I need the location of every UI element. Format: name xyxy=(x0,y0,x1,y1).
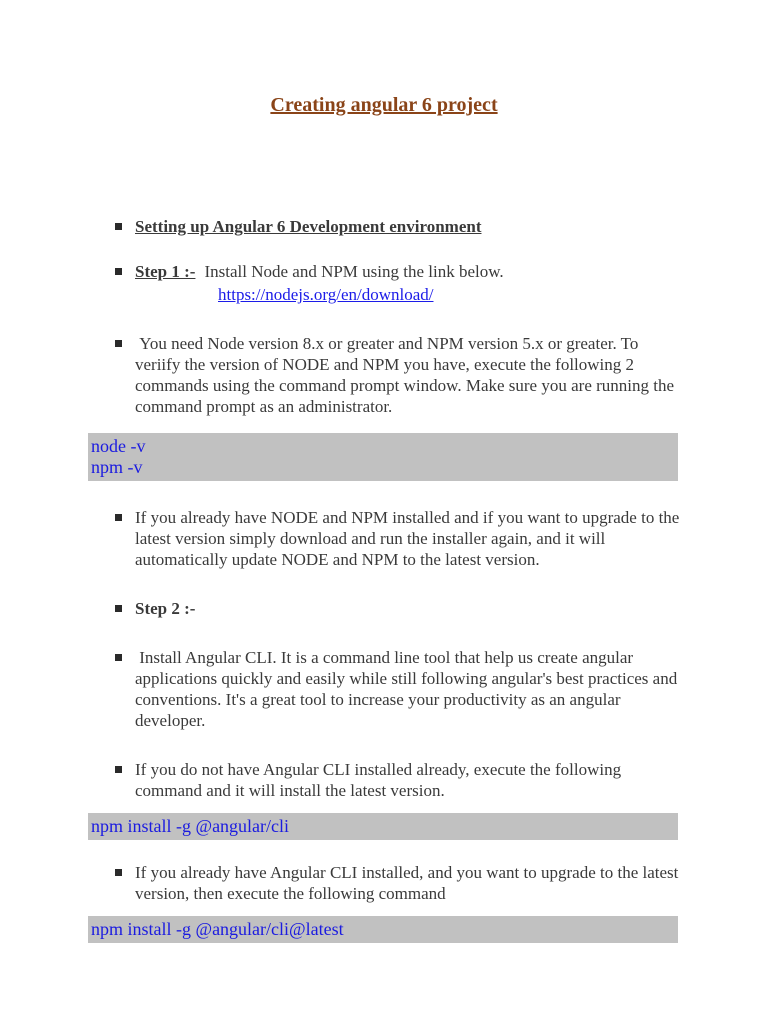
nodejs-download-link[interactable]: https://nodejs.org/en/download/ xyxy=(218,285,434,304)
code-block-install-cli: npm install -g @angular/cli xyxy=(88,813,678,840)
list-item-step1: Step 1 :- Install Node and NPM using the … xyxy=(115,261,680,305)
step2-label: Step 2 :- xyxy=(135,599,196,618)
paragraph-text: Install Angular CLI. It is a command lin… xyxy=(135,648,682,730)
code-line-node-v: node -v xyxy=(91,436,146,456)
list-item-no-cli-note: If you do not have Angular CLI installed… xyxy=(115,759,680,801)
section-heading-text: Setting up Angular 6 Development environ… xyxy=(135,217,482,236)
paragraph-text: If you do not have Angular CLI installed… xyxy=(135,760,626,800)
step1-text: Install Node and NPM using the link belo… xyxy=(204,262,504,281)
list-item-step2: Step 2 :- xyxy=(115,598,680,619)
page-title: Creating angular 6 project xyxy=(270,94,498,116)
list-item-upgrade-cli-note: If you already have Angular CLI installe… xyxy=(115,862,683,904)
list-item-section-heading: Setting up Angular 6 Development environ… xyxy=(115,216,680,237)
code-line-npm-install-cli: npm install -g @angular/cli xyxy=(91,816,290,836)
code-line-npm-v: npm -v xyxy=(91,457,143,477)
list-item-upgrade-node-note: If you already have NODE and NPM install… xyxy=(115,507,680,570)
paragraph-text: If you already have Angular CLI installe… xyxy=(135,863,683,903)
step1-label: Step 1 :- xyxy=(135,262,196,281)
link-line: https://nodejs.org/en/download/ xyxy=(218,284,680,305)
paragraph-text: You need Node version 8.x or greater and… xyxy=(135,334,679,416)
code-line-npm-install-cli-latest: npm install -g @angular/cli@latest xyxy=(91,919,344,939)
paragraph-text: If you already have NODE and NPM install… xyxy=(135,508,684,569)
list-item-install-cli-note: Install Angular CLI. It is a command lin… xyxy=(115,647,682,731)
code-block-install-cli-latest: npm install -g @angular/cli@latest xyxy=(88,916,678,943)
code-block-version-check: node -v npm -v xyxy=(88,433,678,481)
list-item-node-version-note: You need Node version 8.x or greater and… xyxy=(115,333,680,417)
document-body: Setting up Angular 6 Development environ… xyxy=(0,216,768,943)
